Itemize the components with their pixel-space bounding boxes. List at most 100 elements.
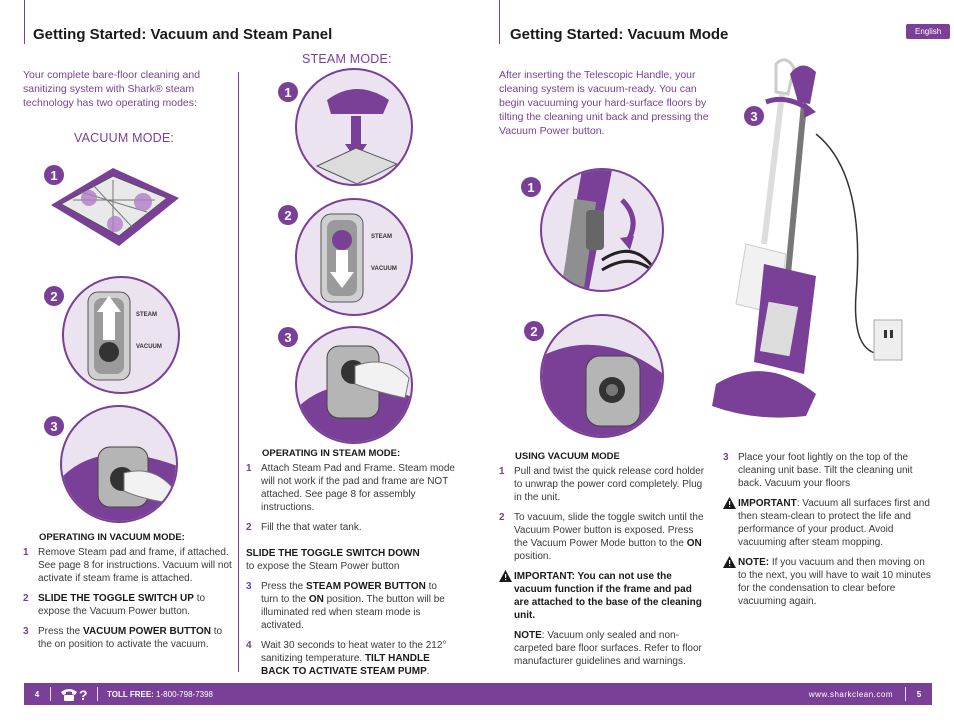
step-text: . <box>426 666 430 677</box>
toll-free-number[interactable]: 1-800-798-7398 <box>153 689 213 699</box>
steam-mode-heading: STEAM MODE: <box>302 52 392 66</box>
steam-step-badge-2: 2 <box>278 205 298 225</box>
step-text: To vacuum, slide the toggle switch until… <box>514 512 704 549</box>
step-text: Press the <box>261 581 307 592</box>
step-number: 1 <box>23 547 29 558</box>
right-intro: After inserting the Telescopic Handle, y… <box>499 69 709 137</box>
vacuum-mode-steps-col1: USING VACUUM MODE 1 Pull and twist the q… <box>499 450 709 675</box>
step-text: position. <box>514 551 552 562</box>
footer-divider <box>50 687 51 701</box>
vacuum-step-badge-3: 3 <box>44 416 64 436</box>
step-bold-text: STEAM POWER BUTTON <box>306 581 426 592</box>
right-step-badge-3: 3 <box>744 106 764 126</box>
right-step-3: 3 Place your foot lightly on the top of … <box>723 451 933 490</box>
vacuum-mode-heading: VACUUM MODE: <box>74 131 175 145</box>
step-text: Remove Steam pad and frame, if attached.… <box>38 547 232 584</box>
step-number: 2 <box>23 593 29 604</box>
website-link[interactable]: www.sharkclean.com <box>808 689 893 699</box>
steam-step-4: 4 Wait 30 seconds to heat water to the 2… <box>246 639 456 678</box>
left-page-title: Getting Started: Vacuum and Steam Panel <box>33 26 333 43</box>
footer-divider <box>905 687 906 701</box>
note-label: NOTE: <box>738 557 770 568</box>
step-text: to expose the Vacuum Power button. <box>38 593 206 617</box>
warning-icon <box>499 570 512 582</box>
right-step-1: 1 Pull and twist the quick release cord … <box>499 465 709 504</box>
step-text: to expose the Steam Power button <box>246 561 400 572</box>
panel-steam-label: STEAM <box>136 312 157 318</box>
steam-step-badge-3: 3 <box>278 327 298 347</box>
step-number: 2 <box>246 522 252 533</box>
step-text: to turn to the <box>261 581 437 605</box>
panel-vacuum-label: VACUUM <box>136 344 162 350</box>
note-text: If you vacuum and then moving on to the … <box>738 557 931 607</box>
panel-vacuum-label-2: VACUUM <box>371 266 397 272</box>
footer-divider <box>97 687 98 701</box>
step-number: 3 <box>723 452 729 463</box>
vacuum-base-illustration <box>43 150 183 258</box>
step-number: 3 <box>246 581 252 592</box>
left-intro: Your complete bare-floor cleaning and sa… <box>23 69 201 109</box>
vacuum-mode-instructions: OPERATING IN VACUUM MODE: 1 Remove Steam… <box>23 531 235 658</box>
step-number: 4 <box>246 640 252 651</box>
right-step-2: 2 To vacuum, slide the toggle switch unt… <box>499 511 709 563</box>
step-bold-text: SLIDE THE TOGGLE SWITCH DOWN <box>246 548 420 559</box>
note-1: NOTE: Vacuum only sealed and non-carpete… <box>499 629 709 668</box>
steam-step-2: 2 Fill the that water tank. SLIDE THE TO… <box>246 521 456 573</box>
steam-step-badge-1: 1 <box>278 82 298 102</box>
step-bold-text: ON <box>686 538 702 549</box>
panel-steam-label-2: STEAM <box>371 234 392 240</box>
column-divider <box>238 72 239 672</box>
step-bold-text: VACUUM POWER BUTTON <box>83 626 211 637</box>
important-note-2: IMPORTANT: Vacuum all surfaces first and… <box>723 497 933 549</box>
important-text: IMPORTANT: You can not use the vacuum fu… <box>514 571 702 621</box>
cord-holder-illustration <box>540 168 664 292</box>
warning-icon <box>723 556 736 568</box>
note-label: NOTE <box>514 630 542 641</box>
step-bold-text: TILT HANDLE BACK TO ACTIVATE STEAM PUMP <box>261 653 430 677</box>
step-text: Attach Steam Pad and Frame. Steam mode w… <box>261 463 455 513</box>
vacuum-step-badge-2: 2 <box>44 286 64 306</box>
vacuum-switch-illustration <box>540 314 664 438</box>
important-text: : Vacuum all surfaces first and then ste… <box>738 498 930 548</box>
step-text: Fill the that water tank. <box>261 522 362 533</box>
right-header-rule <box>499 0 500 44</box>
vacuum-mode-steps-col2: 3 Place your foot lightly on the top of … <box>723 451 933 615</box>
step-number: 1 <box>499 466 505 477</box>
steam-step-1: 1 Attach Steam Pad and Frame. Steam mode… <box>246 462 456 514</box>
step-number: 1 <box>246 463 252 474</box>
vacuum-step-2: 2 SLIDE THE TOGGLE SWITCH UP to expose t… <box>23 592 235 618</box>
page-number-left: 4 <box>34 689 40 699</box>
page-number-right: 5 <box>916 689 922 699</box>
step-text: Press the <box>38 626 84 637</box>
step-number: 2 <box>499 512 505 523</box>
right-page-title: Getting Started: Vacuum Mode <box>510 26 729 43</box>
vacuum-step-1: 1 Remove Steam pad and frame, if attache… <box>23 546 235 585</box>
step-text: Wait 30 seconds to heat water to the 212… <box>261 640 447 664</box>
note-text: : Vacuum only sealed and non-carpeted ba… <box>514 630 702 667</box>
important-label: IMPORTANT <box>738 498 797 509</box>
phone-help-icon: ? <box>51 686 97 702</box>
left-header-rule <box>24 0 25 44</box>
step-text: position. The button will be illuminated… <box>261 594 445 631</box>
right-step-badge-1: 1 <box>521 177 541 197</box>
steam-pad-illustration <box>295 68 413 186</box>
svg-text:?: ? <box>79 687 88 702</box>
right-step-badge-2: 2 <box>524 321 544 341</box>
steam-steps-heading: OPERATING IN STEAM MODE: <box>262 448 401 459</box>
step-number: 3 <box>23 626 29 637</box>
step-text: Place your foot lightly on the top of th… <box>738 452 913 489</box>
footer-bar: 4 ? TOLL FREE: 1-800-798-7398 www.sharkc… <box>24 683 932 705</box>
step-text: Pull and twist the quick release cord ho… <box>514 466 705 503</box>
steam-step-3: 3 Press the STEAM POWER BUTTON to turn t… <box>246 580 456 632</box>
warning-icon <box>723 497 736 509</box>
step-bold-text: ON <box>308 594 324 605</box>
vacuum-toggle-illustration: STEAM VACUUM <box>62 276 180 394</box>
vacuum-unit-illustration <box>706 54 916 424</box>
steam-mode-instructions: OPERATING IN STEAM MODE: 1 Attach Steam … <box>246 447 456 685</box>
note-2: NOTE: If you vacuum and then moving on t… <box>723 556 933 608</box>
using-vacuum-heading: USING VACUUM MODE <box>515 451 620 462</box>
vacuum-step-3: 3 Press the VACUUM POWER BUTTON to the o… <box>23 625 235 651</box>
steam-button-illustration <box>295 326 413 444</box>
language-tab[interactable]: English <box>906 24 951 39</box>
toll-free-label: TOLL FREE: <box>107 689 154 699</box>
